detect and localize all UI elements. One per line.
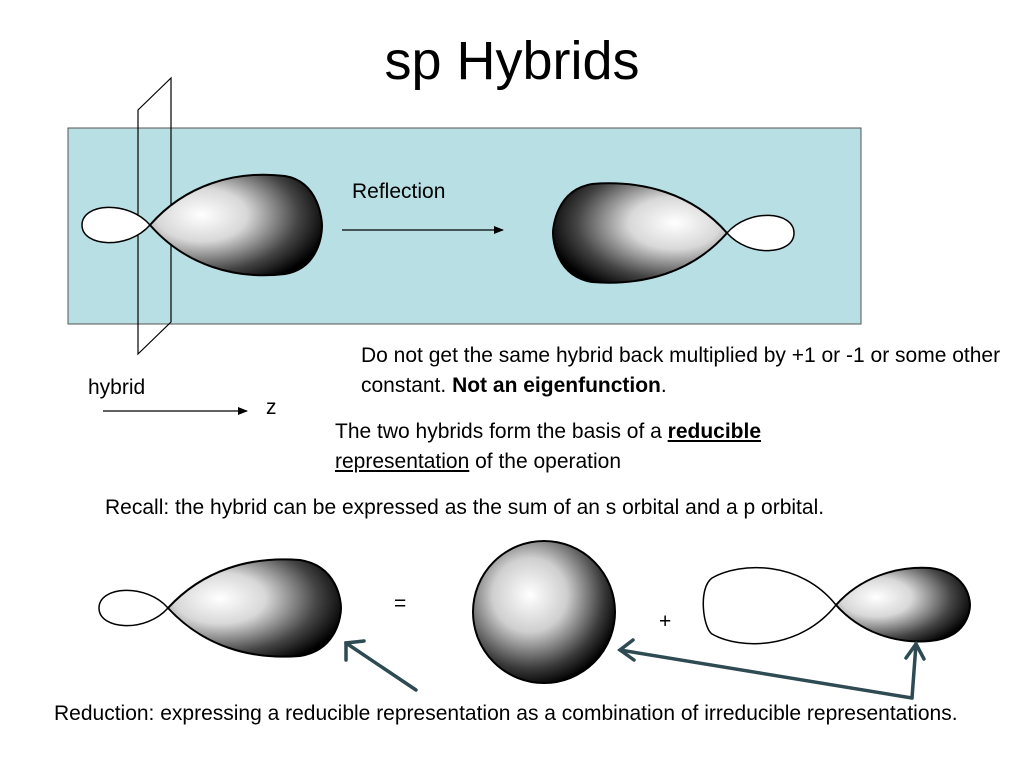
basis-note: The two hybrids form the basis of a redu… xyxy=(335,417,895,477)
arrow-to-hybrid xyxy=(344,641,418,692)
hybrid-label: hybrid xyxy=(88,376,146,399)
basis-note-text: The two hybrids form the basis of a xyxy=(335,420,668,443)
mirror-plane xyxy=(137,76,172,356)
sum-hybrid-small-lobe xyxy=(98,589,170,627)
recall-note: Recall: the hybrid can be expressed as t… xyxy=(105,496,825,519)
s-orbital-sphere xyxy=(472,540,616,684)
reduction-arrows xyxy=(344,638,926,700)
equals-sign: = xyxy=(394,592,407,615)
arrow-to-p-orbital xyxy=(910,642,918,700)
reflection-label: Reflection xyxy=(352,180,446,203)
basis-note-reducible: reducible xyxy=(667,420,762,443)
arrow-to-s-orbital xyxy=(618,648,914,700)
eigenfunction-note-text: Do not get the same hybrid back multipli… xyxy=(361,344,1001,397)
basis-note-representation: representation xyxy=(335,450,470,473)
eigenfunction-note: Do not get the same hybrid back multipli… xyxy=(361,341,1016,401)
z-axis-label: z xyxy=(266,396,277,419)
hybrid-small-lobe-right xyxy=(726,214,795,252)
basis-note-end: of the operation xyxy=(469,450,622,473)
eigenfunction-note-end: . xyxy=(660,374,667,397)
eigenfunction-note-bold: Not an eigenfunction xyxy=(452,374,661,397)
p-orbital-white-lobe xyxy=(702,566,837,645)
hybrid-large-lobe-left xyxy=(148,173,324,277)
hybrid-small-lobe-left xyxy=(81,206,152,244)
p-orbital-shaded-lobe xyxy=(834,566,972,643)
sum-hybrid-large-lobe xyxy=(166,558,343,658)
slide-title: sp Hybrids xyxy=(384,31,640,91)
plus-sign: + xyxy=(659,610,672,633)
reduction-note: Reduction: expressing a reducible repres… xyxy=(54,702,958,725)
hybrid-large-lobe-right xyxy=(551,182,729,284)
